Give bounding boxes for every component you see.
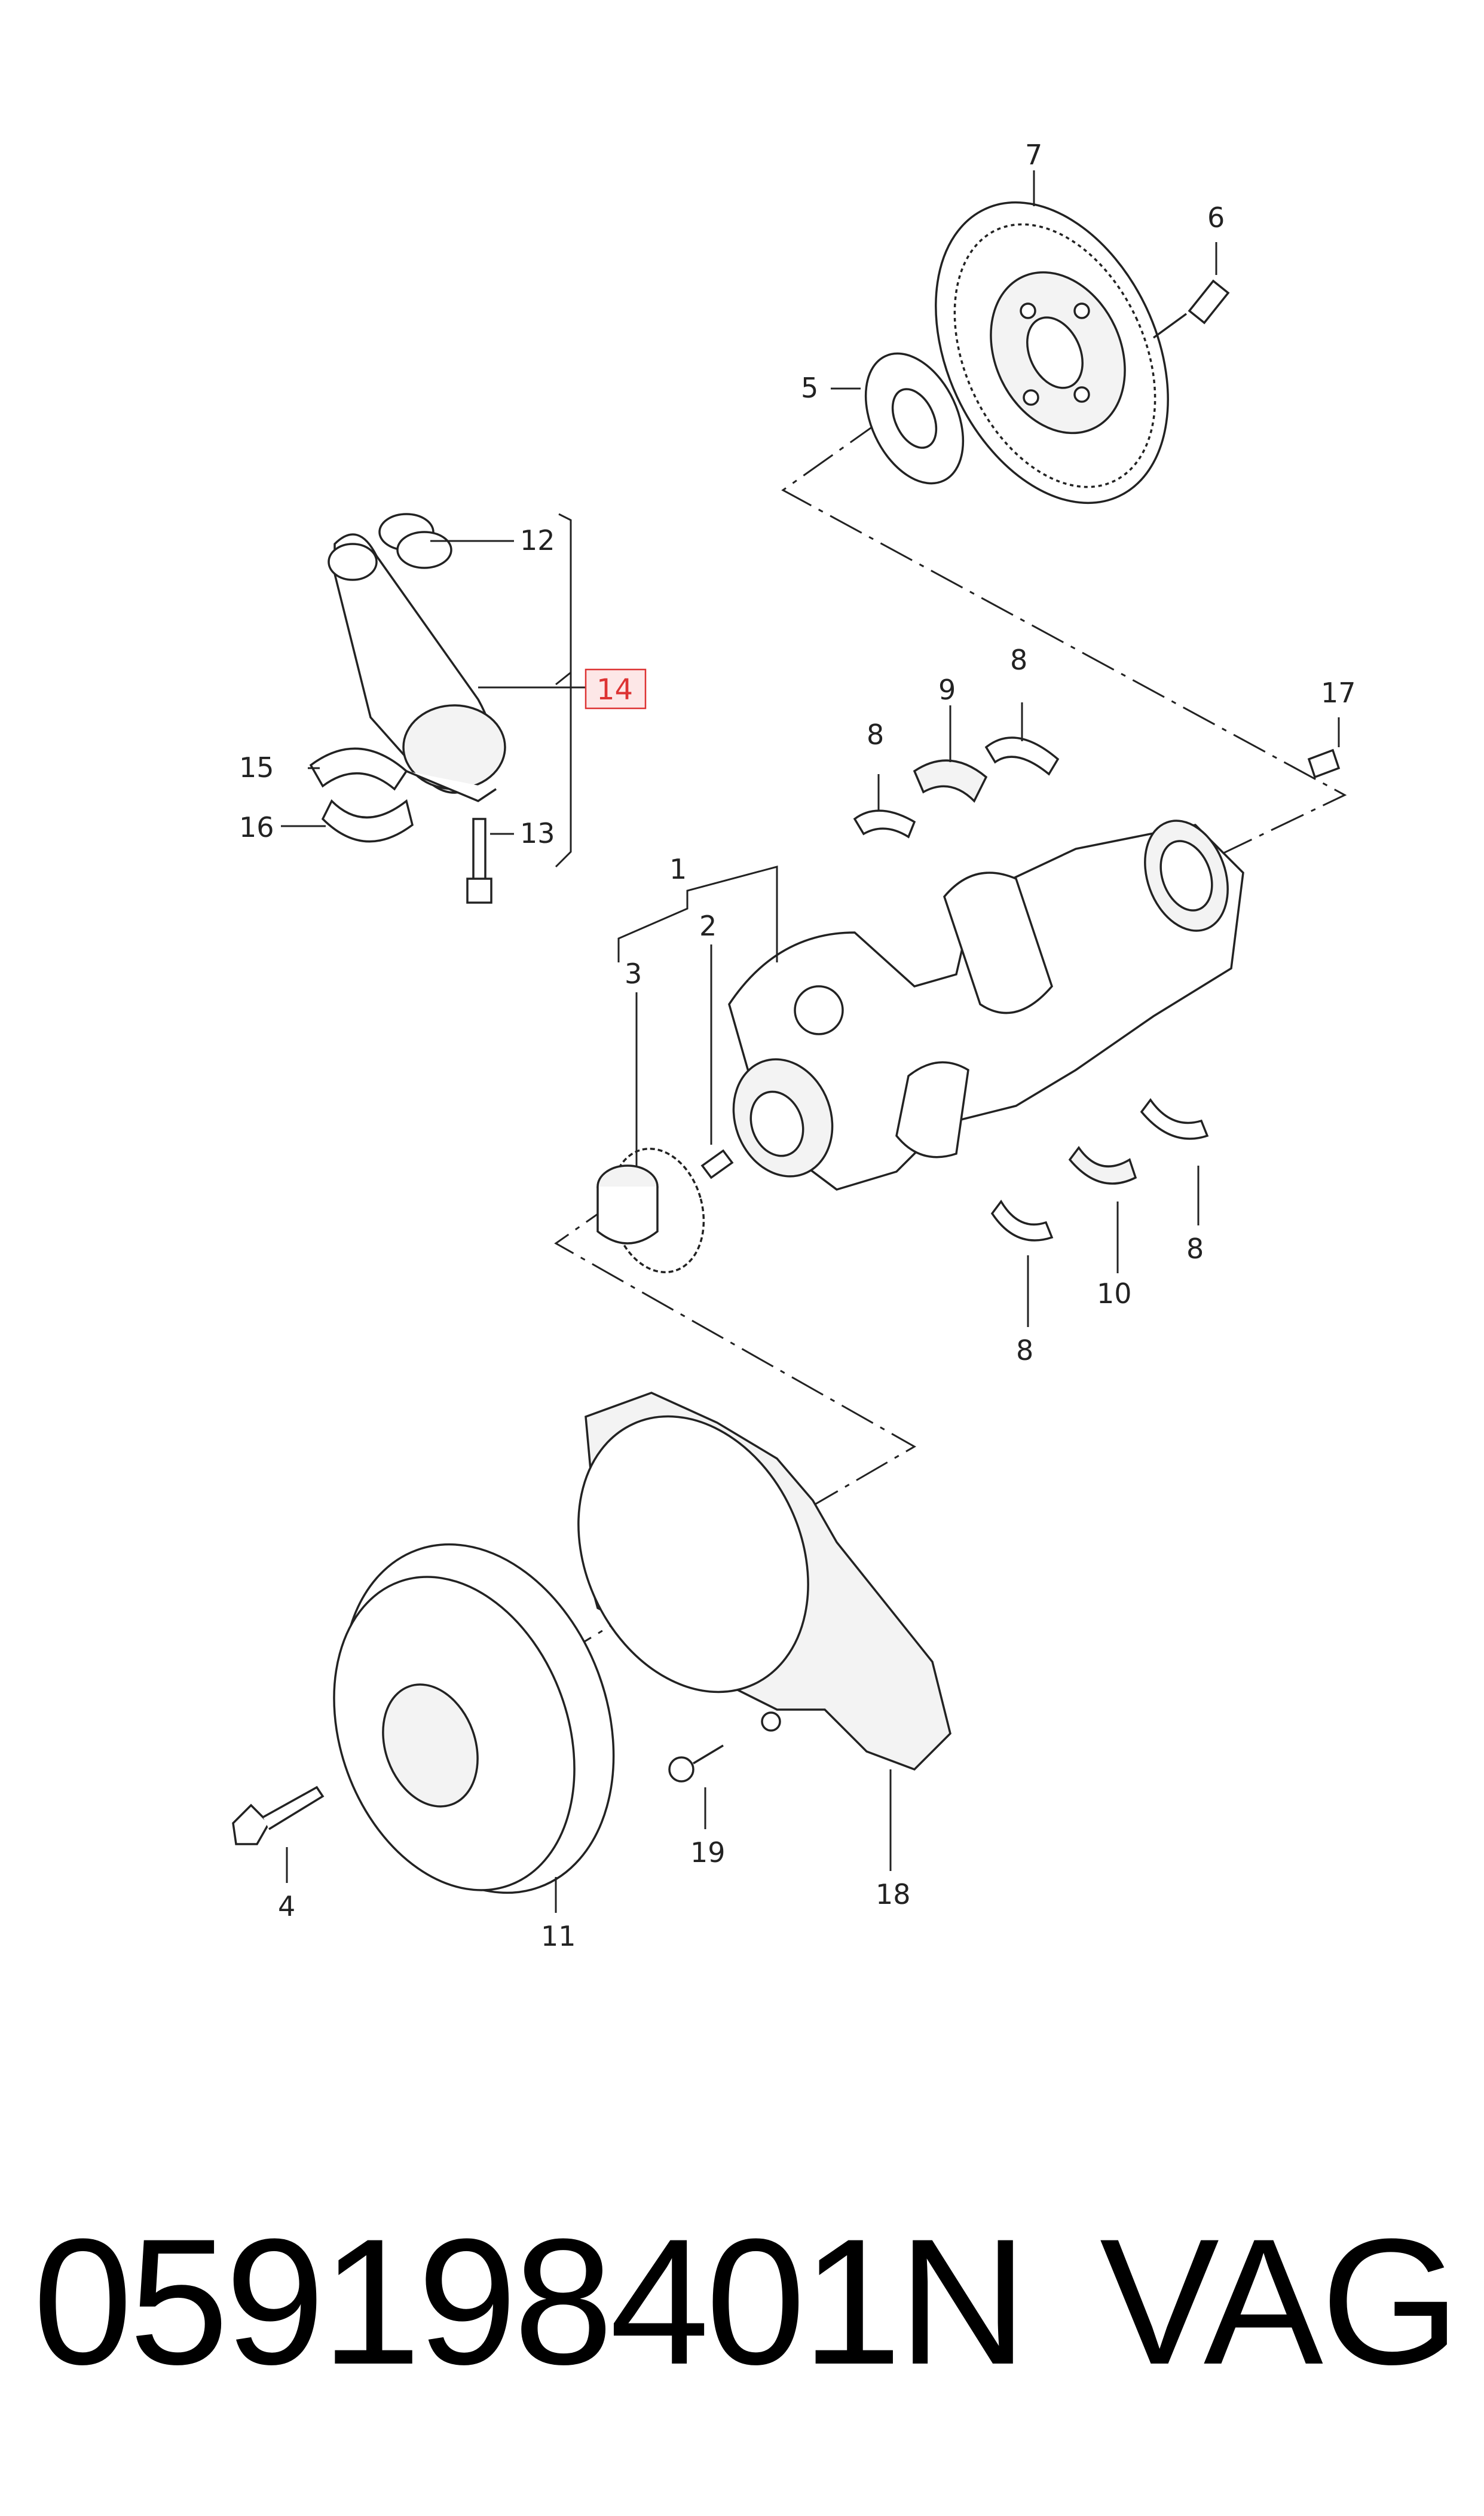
callout-7: 7 — [1025, 139, 1042, 171]
assembly-line-flywheel — [781, 387, 1347, 862]
callout-8-bottom-right: 8 — [1186, 1233, 1204, 1265]
callout-11: 11 — [541, 1920, 576, 1952]
bearing-shell-upper — [309, 747, 408, 791]
callout-1: 1 — [669, 853, 687, 885]
callout-4: 4 — [278, 1890, 295, 1922]
callout-2: 2 — [699, 910, 717, 942]
callout-9: 9 — [938, 674, 956, 706]
seal-flange — [577, 1392, 951, 1771]
flange-bolt — [668, 1744, 724, 1783]
rod-bolt — [466, 818, 492, 904]
callout-8-bottom-left: 8 — [1016, 1334, 1033, 1366]
callout-10: 10 — [1097, 1277, 1132, 1310]
pulley-bolt — [232, 1786, 325, 1845]
main-bearing-shell-9 — [913, 759, 988, 803]
dowel-pin — [700, 1149, 734, 1179]
highlight-box-14: 14 — [585, 668, 647, 710]
callout-15: 15 — [239, 751, 274, 784]
callout-16: 16 — [239, 811, 274, 843]
spacer-plate — [864, 352, 965, 485]
callout-19: 19 — [690, 1836, 726, 1869]
main-bearing-shell-10 — [1068, 1146, 1137, 1185]
callout-12: 12 — [520, 524, 555, 557]
crankshaft — [728, 820, 1244, 1191]
bearing-shell-lower — [321, 799, 414, 843]
flywheel-bolt — [1152, 279, 1230, 339]
callout-8-top-right: 8 — [1010, 644, 1027, 676]
dowel-17 — [1307, 748, 1341, 779]
callout-5: 5 — [801, 372, 818, 404]
flywheel — [935, 201, 1169, 505]
exploded-parts-diagram: 7 6 5 12 14 15 16 13 9 8 8 17 1 2 3 8 10… — [232, 139, 1356, 1952]
connecting-rod — [328, 533, 506, 802]
callout-6: 6 — [1207, 201, 1225, 234]
callout-17: 17 — [1321, 677, 1356, 709]
callout-3: 3 — [625, 958, 642, 990]
thrust-washer-4 — [990, 1199, 1054, 1242]
callout-13: 13 — [520, 817, 555, 849]
crank-pulley — [333, 1543, 615, 1894]
thrust-washer-3 — [1140, 1098, 1209, 1140]
crank-sprocket — [596, 1147, 705, 1274]
leader-lines — [281, 170, 1340, 1913]
brand-name: VAG — [1100, 2201, 1460, 2402]
thrust-washer-2 — [984, 736, 1060, 776]
footer: 059198401N VAG — [0, 2176, 1484, 2427]
callout-18: 18 — [876, 1878, 911, 1910]
thrust-washer-1 — [853, 809, 916, 839]
part-number: 059198401N — [33, 2201, 1027, 2402]
callout-14: 14 — [596, 673, 633, 707]
callout-8-top-left: 8 — [867, 719, 884, 751]
